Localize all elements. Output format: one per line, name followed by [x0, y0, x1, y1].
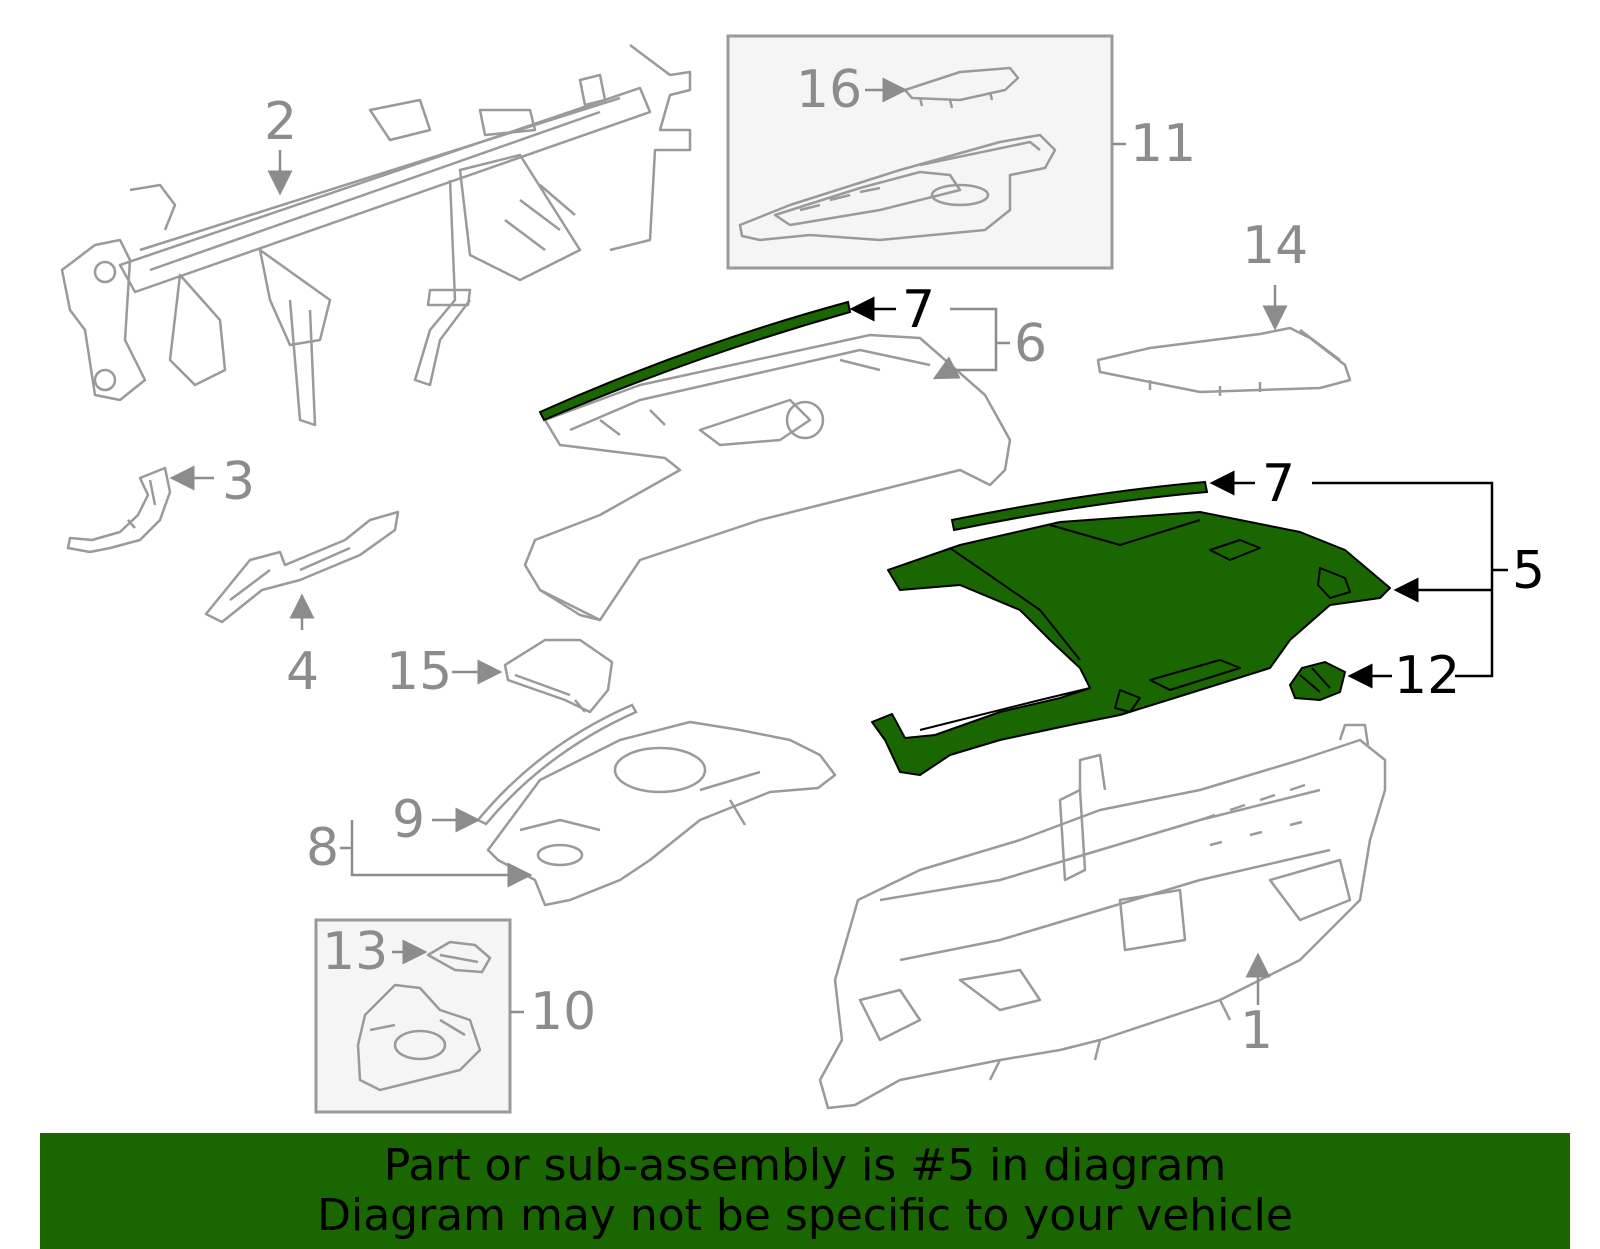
callout-7-lower: 7 — [1262, 454, 1296, 514]
part-10-console-trim — [356, 983, 482, 1092]
banner-line-1: Part or sub-assembly is #5 in diagram — [383, 1140, 1227, 1191]
part-3-bracket — [66, 466, 172, 554]
part-12-component — [1288, 660, 1347, 702]
callout-14: 14 — [1242, 216, 1309, 276]
part-1-panel-carrier — [818, 723, 1387, 1110]
callout-5: 5 — [1512, 541, 1546, 601]
leaders-5-7-12 — [1209, 470, 1508, 689]
callout-1: 1 — [1240, 1001, 1274, 1061]
callout-2: 2 — [264, 92, 298, 152]
callout-13: 13 — [322, 922, 389, 982]
callout-12: 12 — [1394, 646, 1461, 706]
leader-8 — [350, 820, 533, 888]
part-2-cross-car-beam — [60, 44, 692, 427]
info-banner: Part or sub-assembly is #5 in diagram Di… — [40, 1133, 1570, 1249]
callout-3: 3 — [222, 452, 256, 512]
part-13-vent — [426, 940, 492, 974]
callout-8: 8 — [306, 818, 340, 878]
part-15-cover — [503, 638, 614, 714]
part-16-cover — [903, 66, 1020, 109]
part-4-bracket — [204, 510, 400, 624]
callout-16: 16 — [796, 60, 863, 120]
callout-7-upper: 7 — [902, 280, 936, 340]
part-8-panel-assembly — [486, 720, 837, 907]
part-7-seal-lower — [950, 480, 1209, 532]
callout-4: 4 — [286, 642, 320, 702]
callout-11: 11 — [1130, 114, 1197, 174]
callout-6: 6 — [1014, 314, 1048, 374]
callout-15: 15 — [386, 642, 453, 702]
banner-line-2: Diagram may not be specific to your vehi… — [317, 1190, 1293, 1241]
part-5-highlighted-panel — [871, 511, 1391, 776]
part-14-trim-panel — [1096, 326, 1352, 396]
inset-box-11 — [726, 34, 1114, 270]
part-9-seal — [476, 703, 638, 826]
callout-10: 10 — [530, 982, 597, 1042]
part-11-dash-vent — [738, 133, 1057, 242]
leaders-7-6 — [849, 296, 1010, 380]
callout-9: 9 — [392, 790, 426, 850]
